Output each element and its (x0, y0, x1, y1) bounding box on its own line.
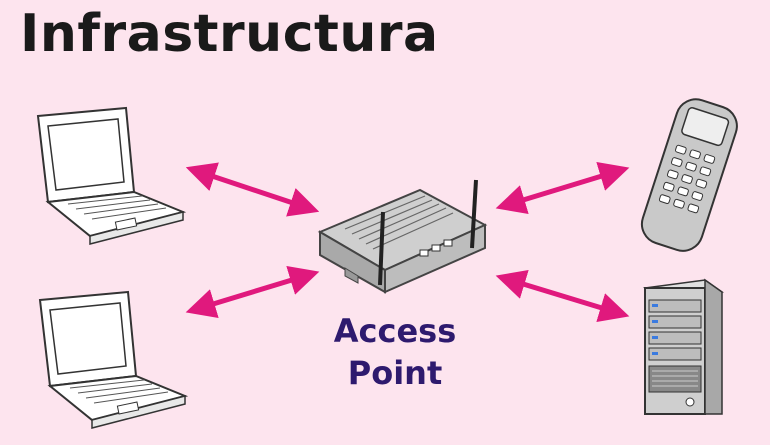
arrow-laptop-bottom-to-ap (185, 266, 320, 318)
server-tower-icon (643, 278, 724, 415)
arrow-ap-to-scanner (495, 162, 630, 214)
access-point-router-icon (317, 179, 488, 294)
access-point-label-line1: Access (333, 312, 457, 350)
laptop-icon (38, 290, 189, 429)
arrow-ap-to-server (495, 270, 630, 322)
access-point-label: Access Point (320, 310, 470, 394)
handheld-scanner-icon (640, 98, 738, 252)
laptop-icon (36, 106, 187, 245)
arrow-laptop-top-to-ap (185, 162, 320, 217)
access-point-label-line2: Point (347, 354, 443, 392)
page-title: Infrastructura (20, 4, 439, 64)
